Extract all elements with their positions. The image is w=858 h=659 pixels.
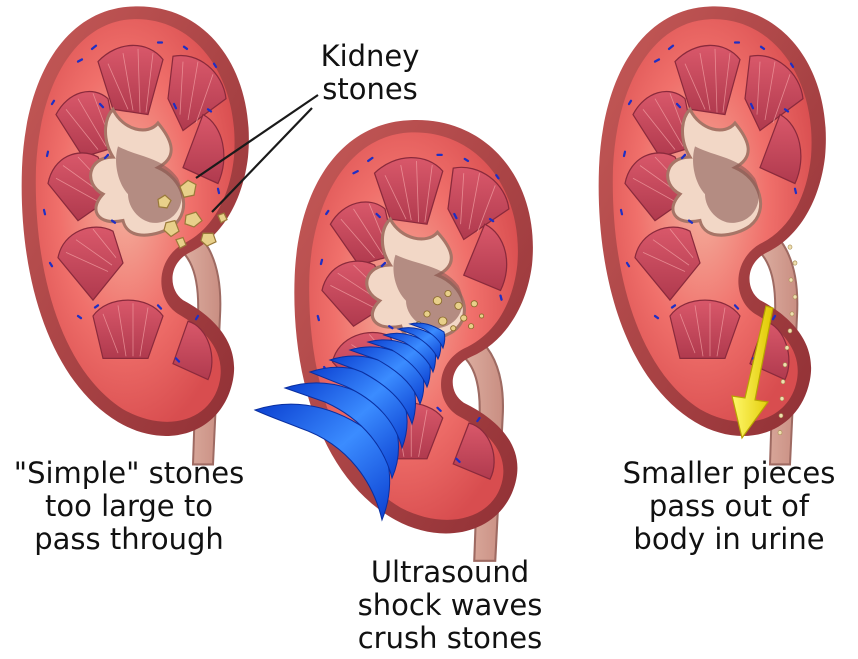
caption-middle: Ultrasound shock waves crush stones: [310, 556, 590, 655]
caption-left: "Simple" stones too large to pass throug…: [0, 457, 258, 556]
kidney-right: [599, 6, 826, 464]
caption-left-line2: too large to: [0, 490, 258, 523]
caption-middle-line1: Ultrasound: [310, 556, 590, 589]
caption-middle-line2: shock waves: [310, 589, 590, 622]
kidney-left: [22, 6, 249, 464]
caption-right-line3: body in urine: [600, 523, 858, 556]
caption-left-line1: "Simple" stones: [0, 457, 258, 490]
caption-right: Smaller pieces pass out of body in urine: [600, 457, 858, 556]
kidney-stones-label-line2: stones: [300, 73, 440, 106]
caption-right-line1: Smaller pieces: [600, 457, 858, 490]
kidney-stones-label-line1: Kidney: [300, 40, 440, 73]
kidney-stones-label: Kidney stones: [300, 40, 440, 106]
caption-right-line2: pass out of: [600, 490, 858, 523]
caption-left-line3: pass through: [0, 523, 258, 556]
caption-middle-line3: crush stones: [310, 622, 590, 655]
